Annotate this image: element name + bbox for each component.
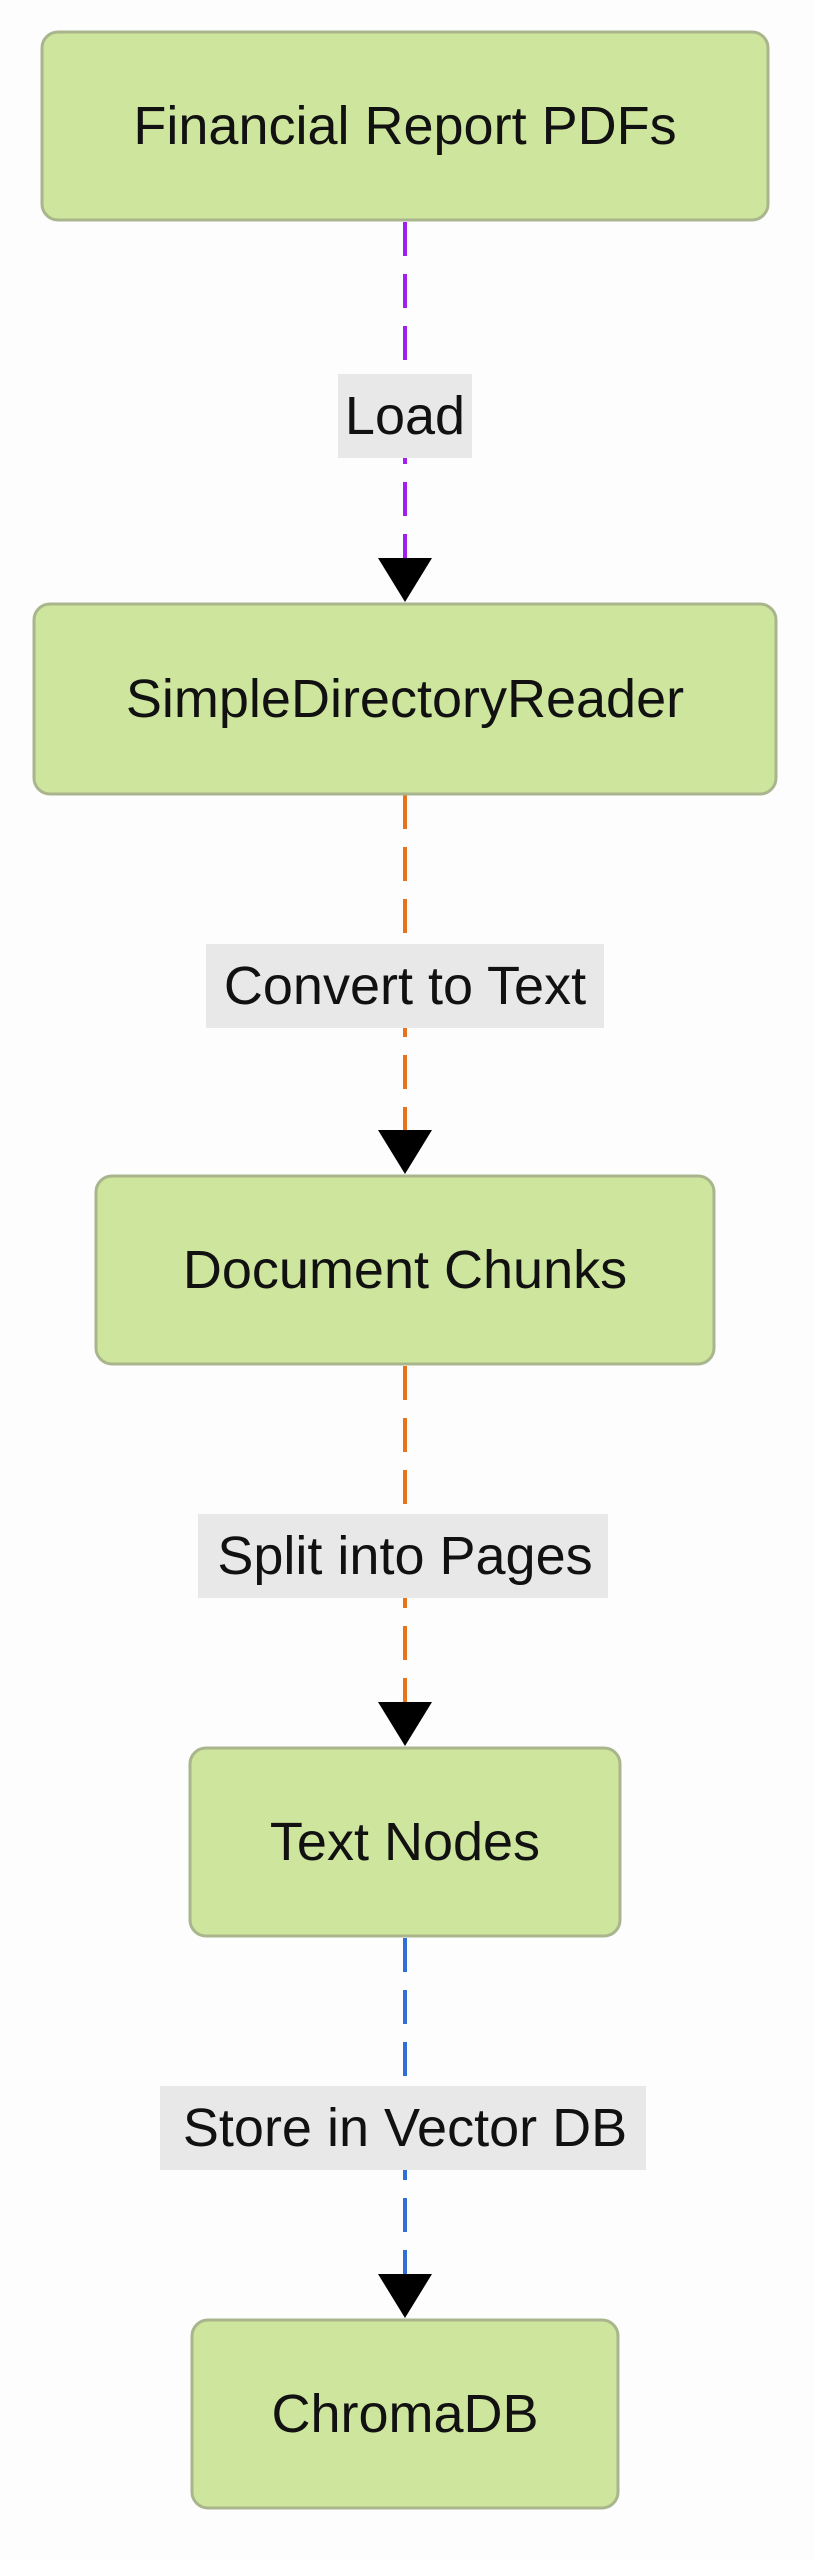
edge-label-store-in-vector-db: Store in Vector DB: [183, 2098, 627, 2158]
node-label: SimpleDirectoryReader: [126, 669, 684, 729]
node-text-nodes: Text Nodes: [188, 1746, 622, 1938]
edge-label-background: [338, 374, 472, 458]
node-simple-directory-reader: SimpleDirectoryReader: [32, 602, 778, 796]
arrow-head-icon: [378, 1702, 432, 1746]
edge-label-background: [206, 944, 604, 1028]
arrow-head-icon: [378, 1130, 432, 1174]
node-document-chunks: Document Chunks: [94, 1174, 716, 1366]
node-chromadb: ChromaDB: [190, 2318, 620, 2510]
node-box: [32, 602, 778, 796]
node-box: [190, 2318, 620, 2510]
edge-load: Load: [338, 222, 472, 602]
node-financial-report-pdfs: Financial Report PDFs: [40, 30, 770, 222]
edge-label-background: [198, 1514, 608, 1598]
node-label: ChromaDB: [271, 2384, 538, 2444]
arrow-head-icon: [378, 2274, 432, 2318]
edge-convert-to-text: Convert to Text: [206, 795, 604, 1174]
edge-label-background: [160, 2086, 646, 2170]
node-box: [40, 30, 770, 222]
node-label: Text Nodes: [270, 1812, 540, 1872]
node-label: Document Chunks: [183, 1240, 627, 1300]
node-label: Financial Report PDFs: [133, 96, 676, 156]
edge-split-into-pages: Split into Pages: [198, 1366, 608, 1746]
edge-label-load: Load: [345, 386, 465, 446]
edge-label-split-into-pages: Split into Pages: [217, 1526, 592, 1586]
edge-label-convert-to-text: Convert to Text: [224, 956, 586, 1016]
edge-store-in-vector-db: Store in Vector DB: [160, 1938, 646, 2318]
node-box: [94, 1174, 716, 1366]
node-box: [188, 1746, 622, 1938]
arrow-head-icon: [378, 558, 432, 602]
